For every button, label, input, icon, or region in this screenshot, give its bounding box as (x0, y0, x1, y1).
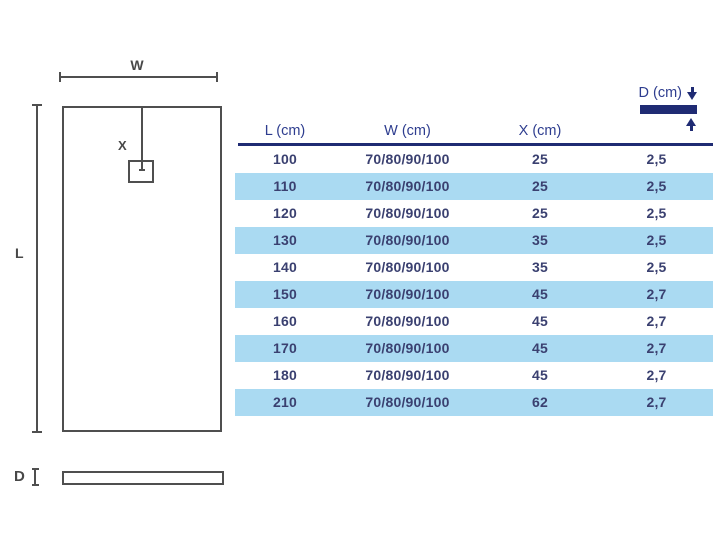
table-row: 160 70/80/90/100 45 2,7 (235, 308, 713, 335)
length-dimension-line (36, 105, 38, 433)
table-row: 140 70/80/90/100 35 2,5 (235, 254, 713, 281)
table-row: 130 70/80/90/100 35 2,5 (235, 227, 713, 254)
table-row: 170 70/80/90/100 45 2,7 (235, 335, 713, 362)
cell-d: 2,7 (646, 340, 667, 356)
drain-offset-line (141, 108, 143, 170)
table-row: 110 70/80/90/100 25 2,5 (235, 173, 713, 200)
drain-center-mark (139, 169, 145, 171)
cell-w: 70/80/90/100 (365, 232, 450, 248)
cell-d: 2,5 (646, 151, 667, 167)
cell-w: 70/80/90/100 (365, 340, 450, 356)
dimension-table: D (cm) L (cm) W (cm) X (cm) 100 70/80/90… (235, 85, 713, 416)
cell-x: 45 (532, 286, 548, 302)
cell-x: 25 (532, 178, 548, 194)
table-row: 100 70/80/90/100 25 2,5 (235, 146, 713, 173)
width-dimension-label: W (130, 57, 144, 73)
cell-d: 2,7 (646, 313, 667, 329)
cell-w: 70/80/90/100 (365, 178, 450, 194)
cell-x: 35 (532, 259, 548, 275)
width-dimension-line (60, 76, 218, 78)
cell-l: 160 (273, 313, 297, 329)
table-row: 180 70/80/90/100 45 2,7 (235, 362, 713, 389)
cell-x: 25 (532, 205, 548, 221)
drain-square (128, 160, 154, 183)
cell-l: 120 (273, 205, 297, 221)
cell-l: 140 (273, 259, 297, 275)
cell-l: 150 (273, 286, 297, 302)
cell-l: 100 (273, 151, 297, 167)
depth-tick-bottom (32, 484, 39, 486)
table-header: D (cm) L (cm) W (cm) X (cm) (235, 85, 713, 143)
cell-d: 2,5 (646, 178, 667, 194)
arrow-up-icon (686, 117, 696, 131)
cell-l: 180 (273, 367, 297, 383)
depth-dimension-label: D (14, 468, 25, 485)
cell-l: 130 (273, 232, 297, 248)
cell-l: 170 (273, 340, 297, 356)
depth-tick-line (34, 468, 36, 486)
cell-x: 35 (532, 232, 548, 248)
cell-w: 70/80/90/100 (365, 313, 450, 329)
cell-x: 25 (532, 151, 548, 167)
width-header-label: W (cm) (384, 122, 431, 139)
width-dimension-tick-right (216, 72, 218, 82)
depth-column-header: D (cm) (607, 86, 697, 131)
table-row: 120 70/80/90/100 25 2,5 (235, 200, 713, 227)
cell-d: 2,7 (646, 367, 667, 383)
cell-d: 2,7 (646, 394, 667, 410)
x-header-label: X (cm) (518, 122, 562, 139)
depth-header-label: D (cm) (638, 85, 683, 101)
cell-w: 70/80/90/100 (365, 367, 450, 383)
length-dimension-tick-top (32, 104, 42, 106)
cell-l: 110 (273, 178, 297, 194)
cell-x: 45 (532, 313, 548, 329)
cell-d: 2,7 (646, 286, 667, 302)
arrow-down-icon (687, 86, 697, 100)
header-divider (238, 143, 713, 146)
cell-x: 45 (532, 340, 548, 356)
table-row: 210 70/80/90/100 62 2,7 (235, 389, 713, 416)
cell-d: 2,5 (646, 259, 667, 275)
depth-bar (640, 104, 697, 114)
cell-d: 2,5 (646, 205, 667, 221)
drain-dimension-label: X (118, 138, 127, 153)
cell-w: 70/80/90/100 (365, 394, 450, 410)
width-dimension-tick-left (59, 72, 61, 82)
cell-x: 62 (532, 394, 548, 410)
cell-w: 70/80/90/100 (365, 205, 450, 221)
cell-d: 2,5 (646, 232, 667, 248)
depth-header-spacer (600, 124, 713, 139)
tray-side-view (62, 471, 224, 485)
length-header-label: L (cm) (264, 122, 306, 139)
cell-w: 70/80/90/100 (365, 286, 450, 302)
cell-w: 70/80/90/100 (365, 259, 450, 275)
cell-l: 210 (273, 394, 297, 410)
cell-x: 45 (532, 367, 548, 383)
cell-w: 70/80/90/100 (365, 151, 450, 167)
table-body: 100 70/80/90/100 25 2,5 110 70/80/90/100… (235, 146, 713, 416)
length-dimension-label: L (15, 245, 24, 261)
length-dimension-tick-bottom (32, 431, 42, 433)
table-row: 150 70/80/90/100 45 2,7 (235, 281, 713, 308)
